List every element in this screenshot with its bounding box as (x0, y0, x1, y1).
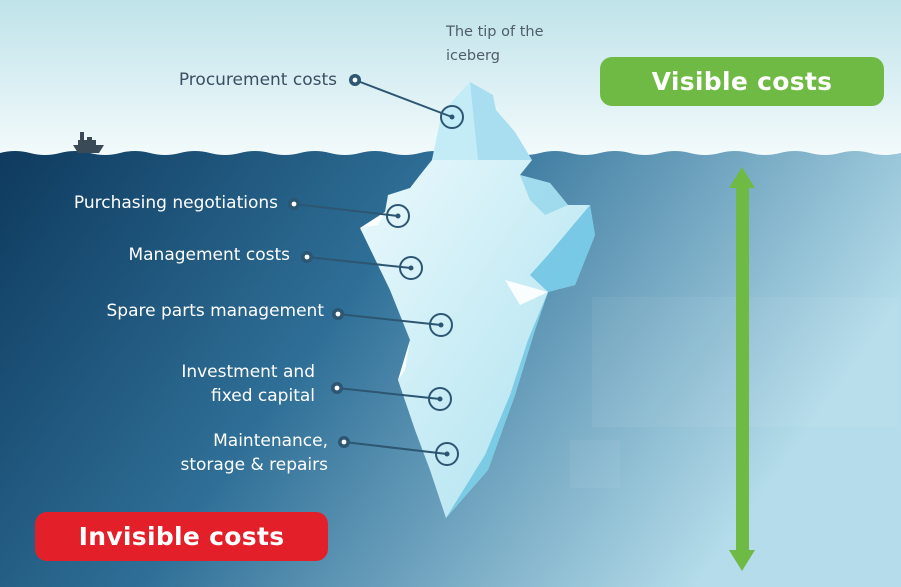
label-line: Investment and (181, 362, 315, 382)
label-investment-fixed-capital: Investment and fixed capital (181, 360, 315, 408)
label-management-costs: Management costs (128, 245, 290, 265)
tip-caption-line: The tip of the (446, 24, 544, 40)
leader-purchasing (288, 198, 410, 228)
label-purchasing-negotiations: Purchasing negotiations (73, 193, 278, 213)
label-line: Maintenance, (213, 431, 328, 451)
label-line: storage & repairs (180, 455, 329, 475)
invisible-costs-badge: Invisible costs (35, 512, 328, 561)
label-spare-parts-management: Spare parts management (106, 301, 324, 321)
iceberg-body (360, 160, 595, 518)
leader-procurement (349, 74, 464, 129)
tip-caption: The tip of the iceberg (446, 20, 576, 68)
leader-investment (331, 382, 452, 411)
tip-caption-line: iceberg (446, 48, 500, 64)
label-procurement-costs: Procurement costs (178, 70, 337, 90)
label-line: fixed capital (211, 386, 315, 406)
water-panel (570, 440, 620, 488)
label-maintenance-storage-repairs: Maintenance, storage & repairs (181, 429, 329, 477)
leader-spare-parts (332, 308, 453, 337)
visible-costs-badge: Visible costs (600, 57, 884, 106)
leader-maintenance (338, 436, 459, 466)
ship-icon (73, 132, 104, 153)
leader-management (301, 251, 423, 280)
double-arrow-icon (729, 167, 755, 571)
